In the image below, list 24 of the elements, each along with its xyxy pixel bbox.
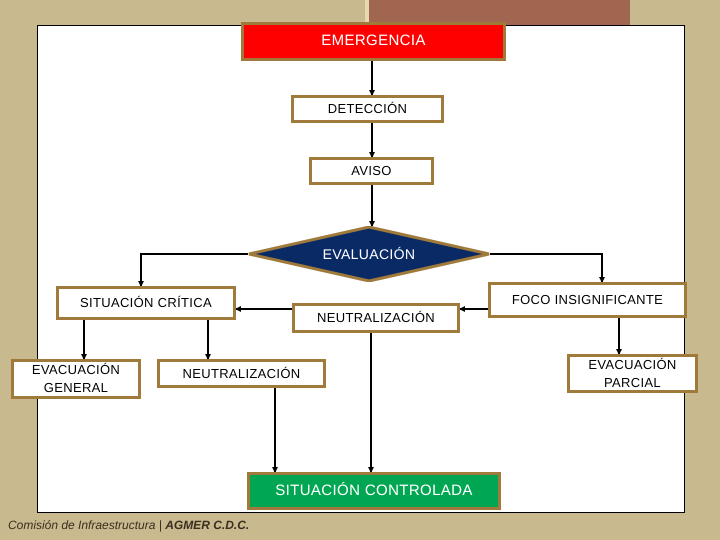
- process-box: FOCO INSIGNIFICANTE: [488, 282, 687, 318]
- arrow: [369, 61, 375, 96]
- arrow: [616, 318, 622, 355]
- arrow: [235, 306, 292, 312]
- process-box: SITUACIÓN CRÍTICA: [56, 286, 236, 320]
- process-box: NEUTRALIZACIÓN: [157, 359, 326, 388]
- arrow: [490, 253, 605, 283]
- arrow: [138, 253, 248, 287]
- arrow: [272, 388, 278, 473]
- arrow: [205, 320, 211, 360]
- process-box: NEUTRALIZACIÓN: [292, 303, 460, 333]
- decision-diamond: EVALUACIÓN: [248, 226, 490, 282]
- process-box: SITUACIÓN CONTROLADA: [247, 472, 501, 510]
- footer-text: Comisión de Infraestructura | AGMER C.D.C.: [8, 517, 250, 534]
- arrow: [369, 123, 375, 158]
- arrow: [369, 185, 375, 227]
- process-box: EVACUACIÓN GENERAL: [11, 359, 141, 399]
- arrow: [81, 320, 87, 360]
- process-box: AVISO: [309, 157, 434, 185]
- process-box: EVACUACIÓN PARCIAL: [567, 354, 698, 393]
- arrow: [459, 306, 488, 312]
- process-box: EMERGENCIA: [241, 22, 506, 61]
- process-box: DETECCIÓN: [291, 95, 444, 123]
- arrow: [368, 333, 374, 473]
